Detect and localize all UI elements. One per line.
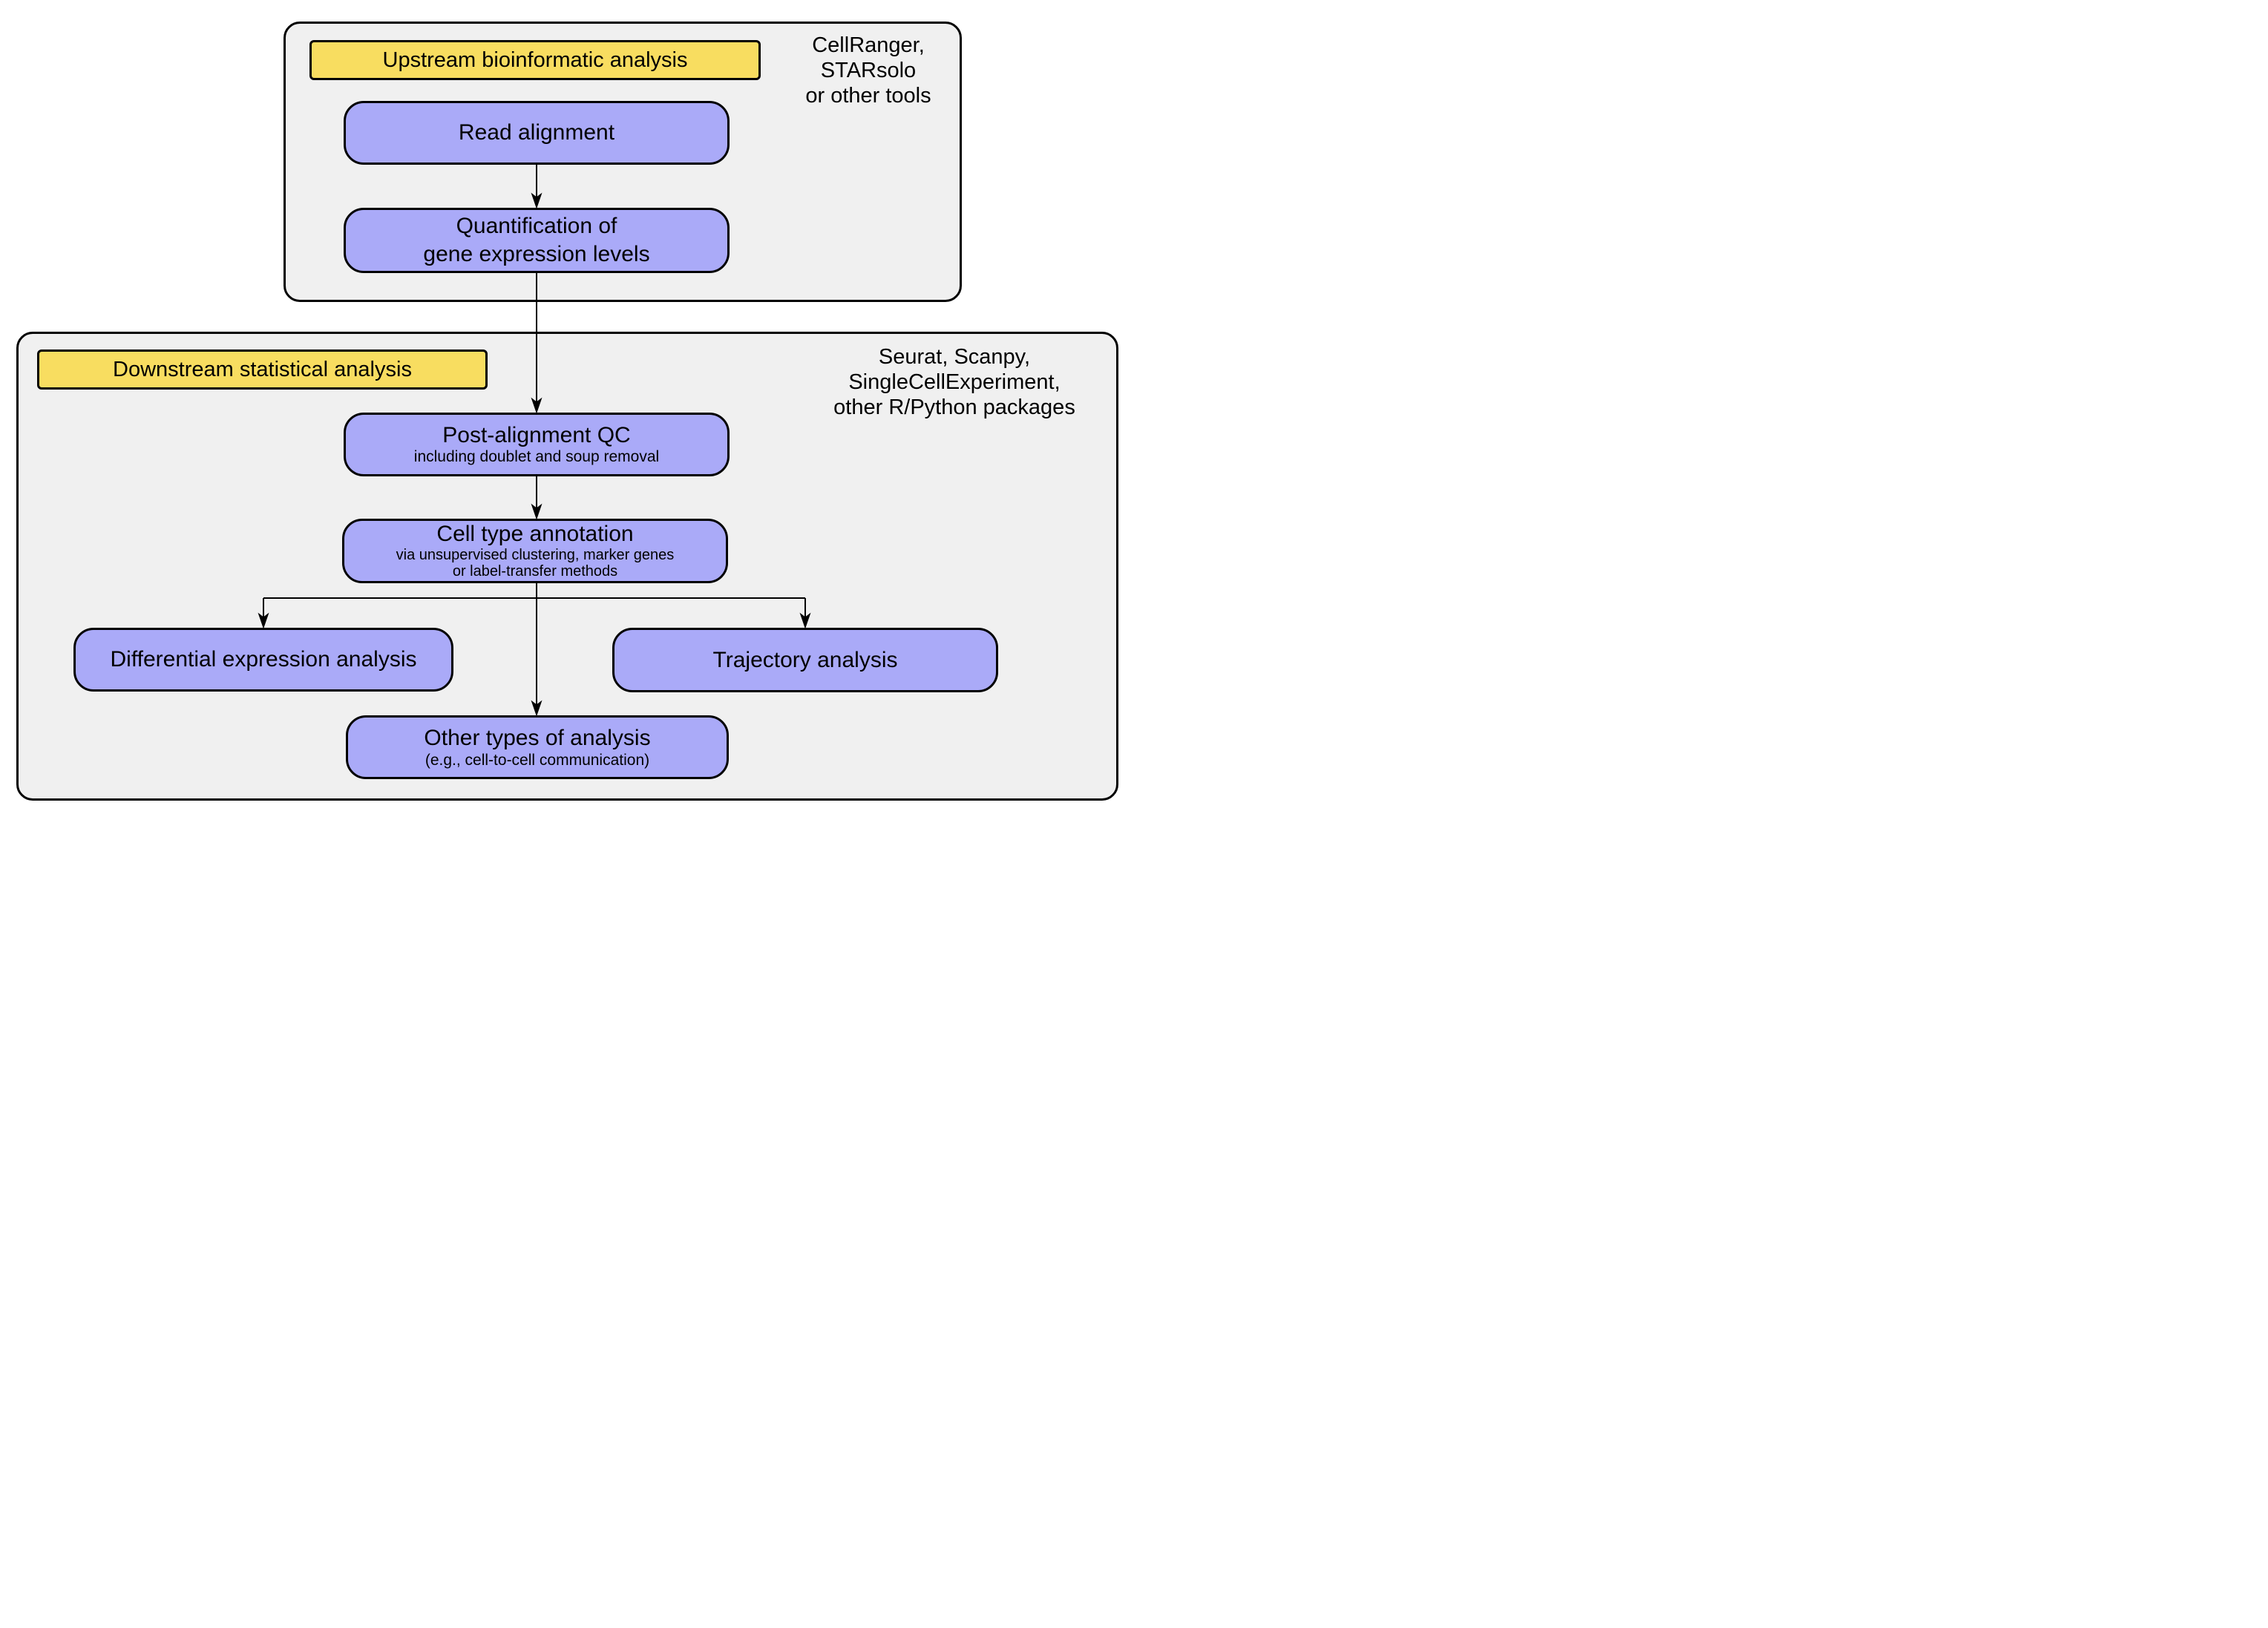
node-cell-type-annotation-subtitle: via unsupervised clustering, marker gene…: [396, 547, 675, 580]
downstream-section-label: Downstream statistical analysis: [37, 349, 488, 390]
node-post-alignment-qc-title: Post-alignment QC: [442, 423, 631, 447]
node-other-types: Other types of analysis (e.g., cell-to-c…: [346, 715, 729, 779]
node-post-alignment-qc-subtitle: including doublet and soup removal: [413, 448, 660, 465]
upstream-tools-note: CellRanger, STARsolo or other tools: [805, 33, 931, 108]
upstream-section-label: Upstream bioinformatic analysis: [309, 40, 761, 80]
node-trajectory-analysis: Trajectory analysis: [612, 628, 998, 692]
node-other-types-title: Other types of analysis: [424, 725, 651, 750]
node-read-alignment: Read alignment: [344, 101, 730, 165]
upstream-section-label-text: Upstream bioinformatic analysis: [382, 47, 688, 72]
downstream-section-label-text: Downstream statistical analysis: [113, 357, 412, 381]
downstream-tools-note: Seurat, Scanpy, SingleCellExperiment, ot…: [833, 345, 1075, 419]
node-other-types-subtitle: (e.g., cell-to-cell communication): [425, 751, 650, 769]
node-cell-type-annotation: Cell type annotation via unsupervised cl…: [342, 519, 728, 583]
node-quantification-title: Quantification of gene expression levels: [423, 214, 650, 266]
node-differential-expression: Differential expression analysis: [73, 628, 453, 692]
node-post-alignment-qc: Post-alignment QC including doublet and …: [344, 413, 730, 476]
node-differential-expression-title: Differential expression analysis: [110, 647, 417, 672]
node-quantification: Quantification of gene expression levels: [344, 208, 730, 273]
flowchart-canvas: Upstream bioinformatic analysis CellRang…: [0, 0, 1134, 814]
node-read-alignment-title: Read alignment: [458, 120, 615, 145]
node-trajectory-analysis-title: Trajectory analysis: [712, 647, 898, 672]
node-cell-type-annotation-title: Cell type annotation: [436, 522, 634, 546]
